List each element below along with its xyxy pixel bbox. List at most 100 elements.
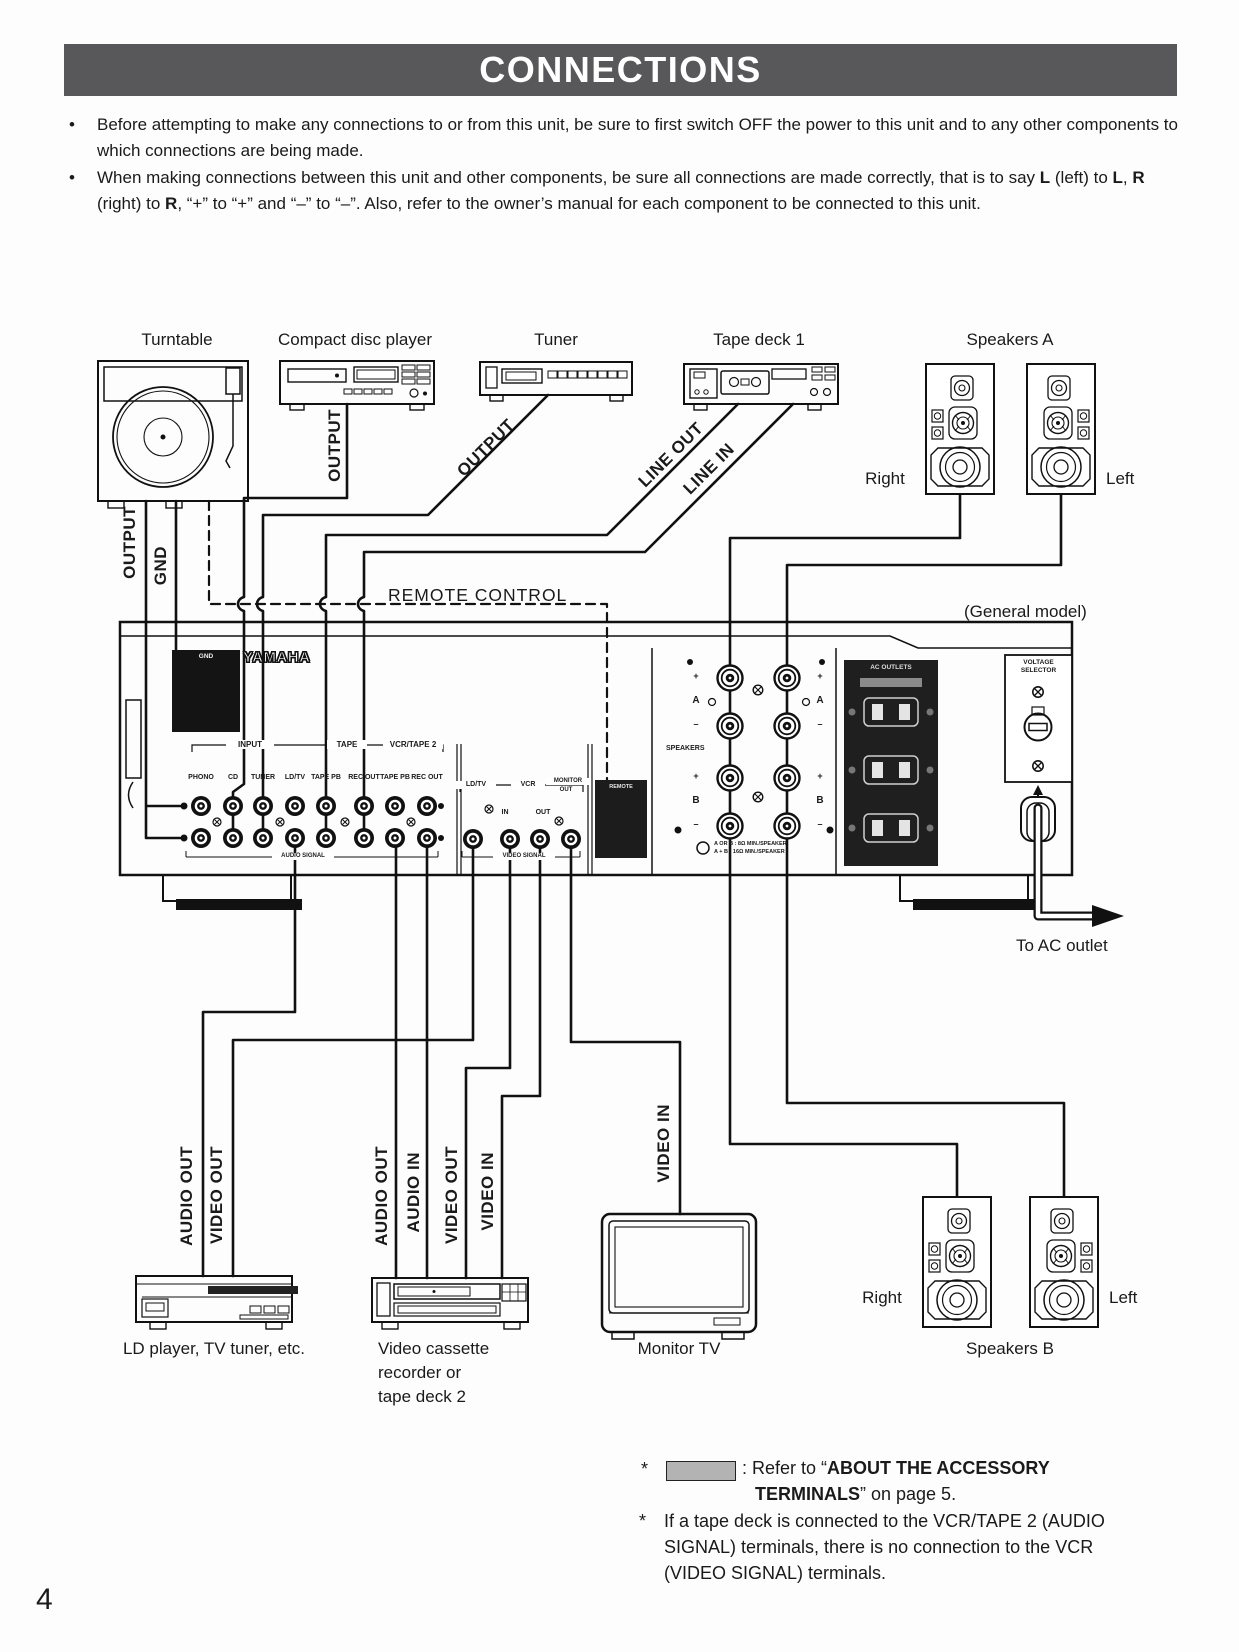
wire-vcr-video-in: [500, 837, 542, 1280]
speaker-a-plus-right: +: [817, 671, 823, 681]
video-in-label: IN: [501, 809, 509, 816]
speaker-terminals: [674, 659, 834, 855]
speakers-b-left-label: Left: [1109, 1288, 1138, 1307]
speaker-b-label-right: B: [816, 795, 824, 806]
impedance-line-1: A OR B : 8Ω MIN./SPEAKER: [714, 841, 787, 847]
vcr-drawing: [371, 1277, 529, 1330]
cd-player-label: Compact disc player: [277, 330, 432, 349]
wire-ld-video: [231, 837, 475, 1278]
note-2: • When making connections between this u…: [64, 165, 1182, 217]
wire-monitor: [569, 837, 682, 1216]
yamaha-logo: YAMAHA: [242, 648, 311, 666]
monitor-tv-caption: Monitor TV: [637, 1339, 721, 1358]
vcr-tape2-group-label: VCR/TAPE 2: [383, 740, 443, 750]
page-number: 4: [36, 1583, 53, 1616]
jack-label-rec-out: REC OUT: [348, 774, 380, 781]
footnote-2-line-1: If a tape deck is connected to the VCR/T…: [664, 1511, 1105, 1531]
ac-arrow: [1092, 905, 1124, 927]
intro-notes: • Before attempting to make any connecti…: [64, 112, 1182, 218]
gnd-terminal-block: [172, 650, 240, 732]
vcr-caption-line-3: tape deck 2: [378, 1387, 466, 1406]
footnote-1-line-2: TERMINALS” on page 5.: [755, 1484, 957, 1504]
footnote-2-star: *: [639, 1511, 647, 1531]
speakers-a-left-label: Left: [1106, 469, 1135, 488]
note-2-text: When making connections between this uni…: [97, 168, 1145, 213]
jack-label-phono: PHONO: [188, 774, 214, 781]
general-model-label: (General model): [964, 602, 1087, 621]
audio-jacks: [180, 796, 444, 848]
wire-cd: [231, 402, 349, 840]
speaker-a-minus-right: –: [817, 719, 823, 729]
remote-accessory-block: [595, 780, 647, 858]
wire-vcr-video-out: [464, 837, 512, 1280]
vcr-audio-out-label: AUDIO OUT: [372, 1146, 391, 1246]
speakers-a-right-label: Right: [865, 469, 905, 488]
gnd-block-label: GND: [198, 653, 214, 660]
speaker-b-plus-left: +: [693, 771, 699, 781]
vcr-video-out-label: VIDEO OUT: [442, 1146, 461, 1245]
selector-label: SELECTOR: [1020, 667, 1057, 674]
audio-signal-label: AUDIO SIGNAL: [272, 853, 334, 860]
turntable-output-label: OUTPUT: [120, 506, 139, 579]
remote-block-label: REMOTE: [609, 784, 633, 790]
turntable-label: Turntable: [141, 330, 213, 349]
speakers-section-label: SPEAKERS: [666, 745, 705, 752]
wire-line-in: [356, 402, 795, 840]
speaker-b-minus-right: –: [817, 819, 823, 829]
speaker-a-plus-left: +: [693, 671, 699, 681]
video-monitor-label: MONITOR: [546, 778, 590, 785]
wire-turntable-output: [144, 499, 182, 840]
footnote-2-line-3: (VIDEO SIGNAL) terminals.: [664, 1563, 887, 1583]
speaker-b-plus-right: +: [817, 771, 823, 781]
jack-label-cd: CD: [227, 774, 239, 781]
speaker-b-minus-left: –: [693, 819, 699, 829]
jack-label-rec-out-2: REC OUT: [411, 774, 443, 781]
bullet-icon: •: [69, 115, 75, 134]
tape-deck-drawing: [683, 363, 839, 411]
jack-label-tuner: TUNER: [250, 774, 276, 781]
remote-control-label: REMOTE CONTROL: [388, 585, 568, 605]
wire-speakers-right: [728, 493, 962, 1198]
note-1: • Before attempting to make any connecti…: [64, 112, 1182, 164]
speakers-a-label: Speakers A: [966, 330, 1054, 349]
ld-audio-out-label: AUDIO OUT: [177, 1146, 196, 1246]
speaker-a-right-drawing: [925, 363, 995, 495]
vcr-audio-in-label: AUDIO IN: [404, 1152, 423, 1233]
wires: [144, 393, 1066, 1280]
monitor-tv-drawing: [600, 1212, 758, 1340]
cd-player-drawing: [279, 360, 435, 411]
tape-group-label: TAPE: [327, 740, 367, 750]
voltage-label: VOLTAGE: [1023, 659, 1054, 666]
jack-label-tape-pb: TAPE PB: [311, 774, 341, 781]
footnote-1-line-1: : Refer to “ABOUT THE ACCESSORY: [742, 1458, 1050, 1478]
tuner-drawing: [479, 361, 633, 402]
speaker-a-minus-left: –: [693, 719, 699, 729]
speaker-a-label-right: A: [816, 695, 824, 706]
ld-player-drawing: [135, 1275, 298, 1330]
wire-ld-audio: [201, 836, 297, 1278]
vcr-caption-line-1: Video cassette: [378, 1339, 490, 1358]
ld-video-out-label: VIDEO OUT: [207, 1146, 226, 1245]
voltage-selector: [1004, 654, 1073, 800]
page-title: CONNECTIONS: [479, 49, 762, 90]
wire-tuner: [255, 393, 550, 840]
video-monitor-out-label: OUT: [559, 787, 573, 793]
power-cord: [1020, 796, 1124, 927]
video-vcr-label: VCR: [511, 781, 545, 790]
footnote-1-star: *: [641, 1459, 649, 1479]
jack-label-ld-tv: LD/TV: [284, 774, 306, 781]
footnote-2-line-2: SIGNAL) terminals, there is no connectio…: [664, 1537, 1094, 1557]
vcr-video-in-label: VIDEO IN: [478, 1152, 497, 1231]
vcr-caption-line-2: recorder or: [378, 1363, 462, 1382]
to-ac-outlet-label: To AC outlet: [1016, 936, 1108, 955]
bullet-icon: •: [69, 168, 75, 187]
speaker-b-right-drawing: [922, 1196, 992, 1328]
turntable-drawing: [97, 360, 249, 509]
section-header: CONNECTIONS: [64, 44, 1177, 96]
ac-outlets-block: [844, 660, 938, 866]
speakers-b-caption: Speakers B: [966, 1339, 1054, 1358]
cd-output-label: OUTPUT: [325, 409, 344, 482]
speaker-b-label-left: B: [692, 795, 700, 806]
wire-remote-dashed: [207, 499, 609, 783]
